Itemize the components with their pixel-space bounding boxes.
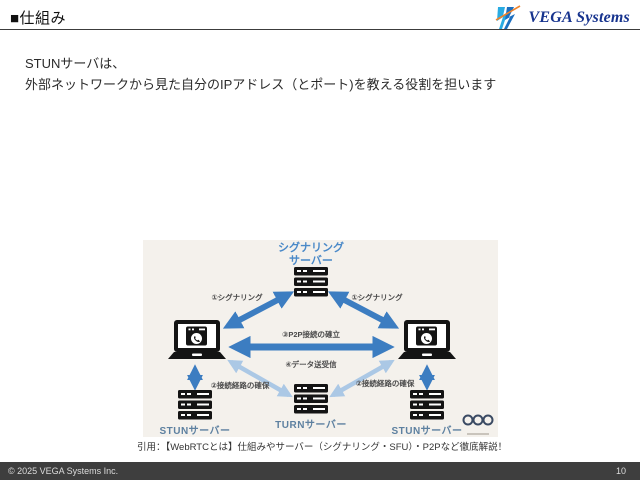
stun-server-left-label: STUNサーバー <box>159 426 231 437</box>
watermark-rings-icon <box>462 414 494 426</box>
webrtc-diagram: シグナリング サーバー ①シグナリング ①シグナリング ③P2P接続の確立 ④デ… <box>143 240 498 437</box>
body-line-2: 外部ネットワークから見た自分のIPアドレス（とポート)を教える役割を担います <box>25 77 497 92</box>
label-route-left: ②接続経路の確保 <box>210 381 270 390</box>
body-text: STUNサーバは、 外部ネットワークから見た自分のIPアドレス（とポート)を教え… <box>25 53 496 95</box>
turn-server-label: TURNサーバー <box>275 420 347 431</box>
label-signaling-left: ①シグナリング <box>211 293 263 302</box>
stun-server-right-label: STUNサーバー <box>391 426 463 437</box>
signaling-server-icon <box>294 267 328 297</box>
vega-logo-text: VEGA Systems <box>528 9 630 26</box>
watermark-subtext <box>467 433 489 435</box>
signaling-server-label-line1: シグナリング <box>278 242 344 254</box>
laptop-left-icon <box>168 320 226 359</box>
slide-title: ■仕組み <box>10 10 67 27</box>
page-number: 10 <box>615 466 626 476</box>
arrow-signaling-right <box>327 291 400 329</box>
citation-caption: 引用：【WebRTCとは】仕組みやサーバー（シグナリング・SFU）・P2Pなど徹… <box>137 442 508 453</box>
body-line-1: STUNサーバは、 <box>25 56 126 71</box>
diagram-graphics <box>168 267 456 420</box>
arrow-signaling-left <box>222 291 295 329</box>
label-route-right: ②接続経路の確保 <box>355 379 415 388</box>
vega-bolt-icon <box>496 5 521 29</box>
label-data-transfer: ④データ送受信 <box>285 360 337 369</box>
laptop-right-icon <box>398 320 456 359</box>
label-p2p: ③P2P接続の確立 <box>281 330 341 339</box>
signaling-server-label: シグナリング サーバー <box>278 242 344 268</box>
signaling-server-label-line2: サーバー <box>289 255 333 267</box>
vega-systems-logo: VEGA Systems <box>494 4 630 32</box>
stun-server-right-icon <box>410 390 444 420</box>
diagram-watermark <box>461 414 495 435</box>
footer-bar: © 2025 VEGA Systems Inc. 10 <box>0 462 640 480</box>
turn-server-icon <box>294 384 328 414</box>
arrow-turn-left <box>227 359 293 398</box>
stun-server-left-icon <box>178 390 212 420</box>
arrow-turn-right <box>329 359 395 398</box>
label-signaling-right: ①シグナリング <box>351 293 403 302</box>
header-divider <box>0 29 640 30</box>
footer-copyright: © 2025 VEGA Systems Inc. <box>8 466 119 476</box>
